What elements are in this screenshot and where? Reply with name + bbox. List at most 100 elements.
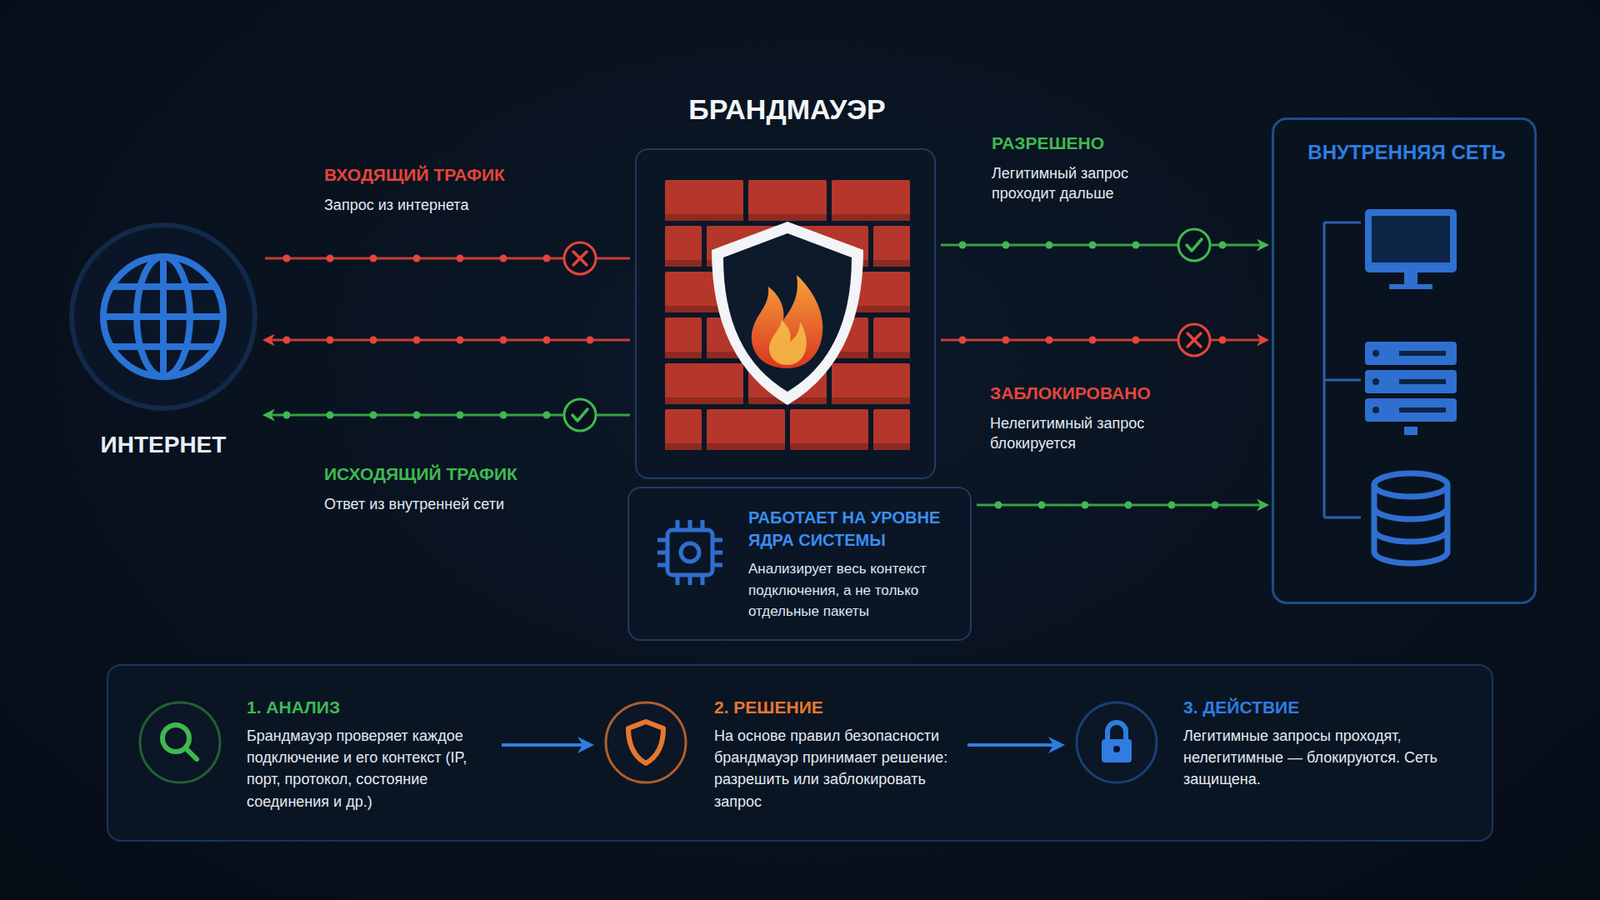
brick-shade [665,214,744,221]
step-icon-ring [1076,702,1157,783]
node-heading: 1. АНАЛИЗ [246,696,497,719]
brick [748,180,827,221]
flow-dot [543,336,551,345]
firewall-box-illustration [636,150,938,481]
tree-trunk [1323,222,1326,518]
edge-group [967,745,1062,746]
brick [790,409,869,450]
brick-shade [831,214,910,221]
text-area: 3. ДЕЙСТВИЕ Легитимные запросы проходят, … [1183,696,1471,791]
flow-dot [1002,241,1010,250]
flow-dot [1089,336,1097,345]
brick [665,317,702,359]
text-area: ИНТЕРНЕТ [66,430,260,460]
flow-dot [326,411,335,420]
chip-pin [688,575,693,585]
server-unit [1365,398,1457,422]
node-body: Легитимные запросы проходят, нелегитимны… [1183,725,1471,790]
flow-dot [1089,241,1097,250]
brick [706,409,785,450]
brick-shade [831,397,910,405]
flow-dot [500,336,508,345]
flow-dot [1002,336,1010,345]
monitor-stand [1404,272,1418,285]
globe-parallel [111,283,216,290]
node-body: Брандмауэр проверяет каждое подключение … [246,725,497,812]
chip-pin [675,520,680,530]
monitor-screen [1371,215,1450,263]
internet-node: ИНТЕРНЕТ [66,220,260,470]
node-heading: ВНУТРЕННЯЯ СЕТЬ [1274,140,1540,165]
lock-shackle [1107,722,1126,740]
chip-pin [712,550,723,555]
allowed-check [1186,239,1202,251]
status-note: Нелегитимный запрос блокируется [990,413,1182,455]
brick [873,317,910,359]
brick [873,225,910,267]
database-icon [1374,473,1448,564]
globe-ring [71,225,255,409]
chip-pin [657,538,668,543]
allowed-mark [564,399,596,431]
allowed-check [572,409,588,421]
traffic-note: Запрос из интернета [324,195,469,215]
flow-dot [1168,501,1176,510]
flow-dot [370,336,378,345]
flow-dot [1211,501,1220,510]
node-heading: ИНТЕРНЕТ [66,430,260,460]
server-led [1372,378,1380,385]
traffic-heading: ВХОДЯЩИЙ ТРАФИК [324,163,505,187]
chip-body [667,530,713,575]
node-heading: 3. ДЕЙСТВИЕ [1183,696,1471,719]
server-unit [1365,341,1457,365]
flow-dot [413,411,421,420]
blocked-cross [573,251,587,265]
db-ring [1374,530,1448,542]
connector-arrow [976,504,1267,507]
db-body [1374,485,1448,564]
server-unit [1365,370,1457,394]
chip-pin [700,520,705,530]
brick [665,225,702,267]
flow-dot [370,255,378,263]
tree-branch [1324,516,1361,520]
globe-icon [103,256,224,377]
magnifier-icon [162,725,197,760]
text-area: РАБОТАЕТ НА УРОВНЕ ЯДРА СИСТЕМЫАнализиру… [748,506,961,623]
flow-dot [456,411,465,420]
edge-group [976,501,1267,510]
step-action: 3. ДЕЙСТВИЕ Легитимные запросы проходят, … [1066,691,1475,806]
flow-dot [413,336,421,345]
edge-group [265,336,630,345]
flow-dot [1038,501,1046,510]
shield-inner [723,233,852,392]
server-slot [1399,379,1446,385]
brick [665,363,744,405]
steps-band [107,665,1493,841]
flow-dot [456,255,465,263]
brick-shade [790,443,869,450]
flow-dot [959,336,967,345]
blocked-mark [564,242,596,275]
flow-dot [326,336,335,345]
traffic-note: Ответ из внутренней сети [324,494,505,515]
status-note: Легитимный запрос проходит дальше [991,163,1175,205]
flow-dot [326,255,335,263]
tree-branch [1324,379,1361,382]
flow-dot [500,255,508,263]
brick [665,409,702,450]
flow-dot [543,411,551,420]
node-heading: БРАНДМАУЭР [636,91,938,128]
flow-dot [1045,336,1054,345]
edges [265,229,1267,745]
flow-dot [1125,501,1133,510]
server-led [1372,350,1380,357]
brick-shade [873,351,910,359]
step-decision: 2. РЕШЕНИЕНа основе правил безопасности … [595,691,963,828]
internal-network-box: ВНУТРЕННЯЯ СЕТЬ [1271,117,1537,605]
tree-branch [1324,221,1361,225]
traffic-heading: ИСХОДЯЩИЙ ТРАФИК [324,462,518,486]
firewall-box: БРАНДМАУЭР [635,148,936,480]
brick [665,180,744,221]
network-tree [1324,222,1361,518]
